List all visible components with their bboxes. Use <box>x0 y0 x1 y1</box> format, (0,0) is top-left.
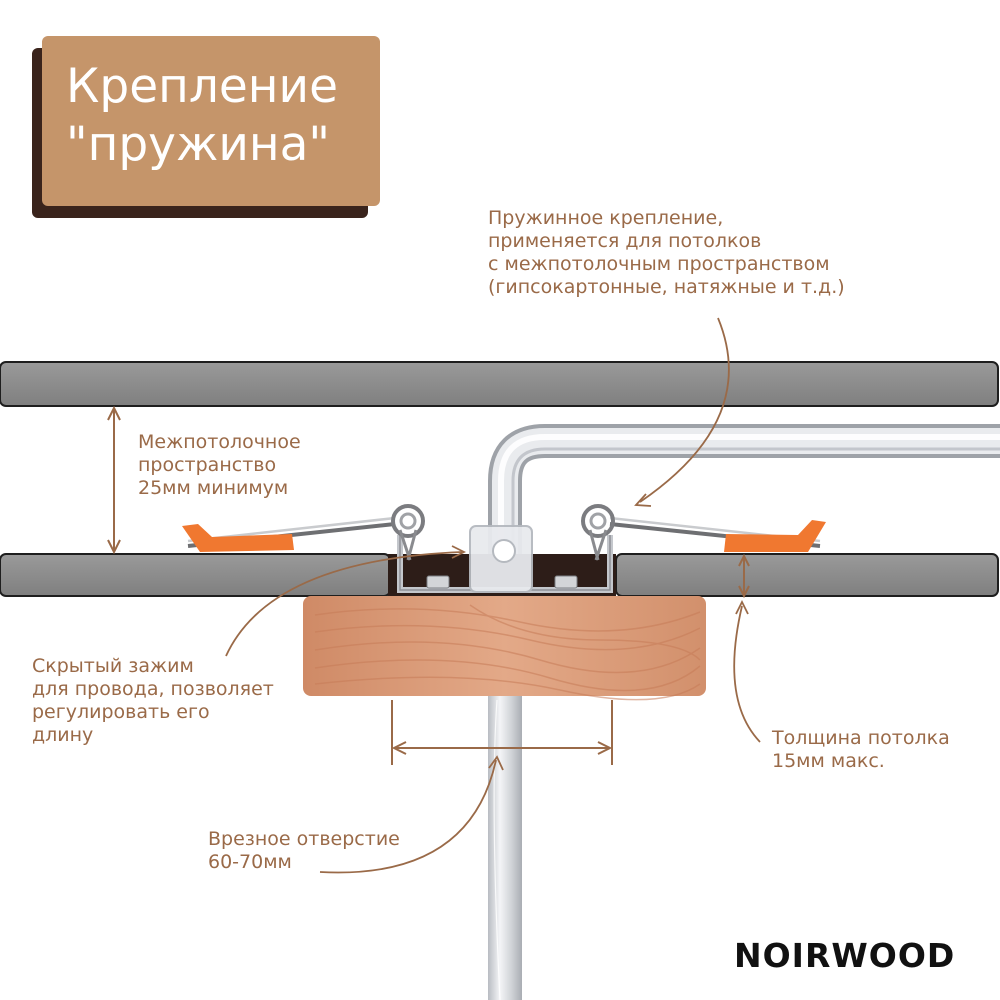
thickness-dimension-arrow <box>738 553 750 599</box>
upper-ceiling-slab <box>0 361 999 407</box>
label-spring-mount-line-2: применяется для потолков <box>488 230 762 252</box>
label-hidden-clamp: Скрытый зажим для провода, позволяет рег… <box>32 655 274 747</box>
label-spring-mount-line-3: с межпотолочным пространством <box>488 253 830 275</box>
wire-clamp <box>469 525 533 593</box>
wood-fixture <box>303 596 706 701</box>
label-ceiling-gap-line-2: пространство <box>138 454 277 476</box>
label-ceiling-gap: Межпотолочное пространство 25мм минимум <box>138 431 301 500</box>
leader-hidden-clamp-head <box>451 545 467 559</box>
leader-ceiling-thickness-head <box>735 599 749 615</box>
leader-spring-mount-head <box>634 493 652 507</box>
spring-left-tip <box>182 524 294 552</box>
brand-logo: NOIRWOOD <box>734 936 956 975</box>
label-hidden-clamp-line-1: Скрытый зажим <box>32 655 194 677</box>
label-ceiling-thickness-line-2: 15мм макс. <box>772 750 885 772</box>
title-line-2: "пружина" <box>66 117 331 172</box>
label-cutout-hole-line-2: 60-70мм <box>208 851 292 873</box>
label-spring-mount-line-1: Пружинное крепление, <box>488 207 724 229</box>
label-spring-mount-line-4: (гипсокартонные, натяжные и т.д.) <box>488 276 845 298</box>
label-cutout-hole: Врезное отверстие 60-70мм <box>208 828 400 874</box>
gap-dimension-arrow <box>107 405 121 555</box>
label-hidden-clamp-line-2: для провода, позволяет <box>32 678 274 700</box>
label-ceiling-thickness-line-1: Толщина потолка <box>772 727 950 749</box>
spring-left <box>182 504 425 561</box>
title-box: Крепление "пружина" <box>42 36 380 206</box>
title-line-1: Крепление <box>66 59 338 114</box>
leader-hidden-clamp <box>225 551 463 657</box>
spring-right-tip <box>724 520 826 552</box>
hole-dimension-arrow <box>391 700 613 765</box>
lower-ceiling-left <box>0 553 391 597</box>
leader-cutout-hole <box>319 759 497 874</box>
wire <box>488 424 1000 1000</box>
spring-right <box>581 504 826 561</box>
wire-lower <box>488 696 522 1000</box>
label-hidden-clamp-line-3: регулировать его <box>32 701 210 723</box>
label-ceiling-gap-line-1: Межпотолочное <box>138 431 301 453</box>
label-ceiling-gap-line-3: 25мм минимум <box>138 477 289 499</box>
leader-ceiling-thickness <box>733 605 761 743</box>
lower-ceiling-right <box>615 553 999 597</box>
label-ceiling-thickness: Толщина потолка 15мм макс. <box>772 727 950 773</box>
label-hidden-clamp-line-4: длину <box>32 724 94 746</box>
label-cutout-hole-line-1: Врезное отверстие <box>208 828 400 850</box>
label-spring-mount: Пружинное крепление, применяется для пот… <box>488 207 845 299</box>
leader-cutout-hole-head <box>488 755 504 771</box>
leader-spring-mount <box>639 317 730 503</box>
